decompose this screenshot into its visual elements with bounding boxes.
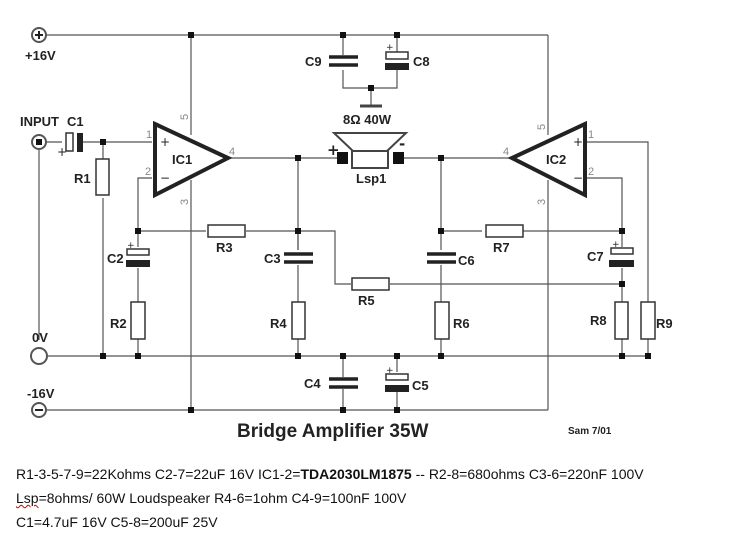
- capacitor-c4: C4: [304, 376, 358, 391]
- svg-text:+: +: [386, 43, 394, 53]
- r1-label: R1: [74, 171, 91, 186]
- capacitor-c1: + C1: [57, 114, 84, 159]
- op-amp-ic1: IC1 + − 1 2 4 5 3: [145, 114, 235, 205]
- resistor-r1: R1: [74, 158, 110, 196]
- c7-label: C7: [587, 249, 604, 264]
- svg-text:1: 1: [588, 129, 594, 141]
- svg-text:4: 4: [229, 146, 235, 158]
- r9-label: R9: [656, 316, 673, 331]
- capacitor-c2: + C2: [107, 241, 150, 267]
- resistor-r8: R8: [590, 301, 629, 340]
- svg-text:4: 4: [503, 146, 509, 158]
- junction-dots: [100, 32, 651, 413]
- svg-text:-: -: [399, 135, 405, 153]
- lsp1-label: Lsp1: [356, 171, 386, 186]
- ic-part-number: TDA2030LM1875: [300, 466, 412, 482]
- resistor-r2: R2: [110, 301, 146, 340]
- c5-label: C5: [412, 378, 429, 393]
- svg-text:2: 2: [588, 166, 594, 178]
- resistor-r6: R6: [434, 301, 470, 340]
- r4-label: R4: [270, 316, 287, 331]
- c1-label: C1: [67, 114, 84, 129]
- r7-label: R7: [493, 240, 510, 255]
- r3-label: R3: [216, 240, 233, 255]
- svg-text:1: 1: [146, 129, 152, 141]
- svg-text:5: 5: [179, 114, 191, 120]
- capacitor-c8: + C8: [385, 43, 430, 70]
- resistor-r7: R7: [485, 224, 524, 255]
- component-notes: R1-3-5-7-9=22Kohms C2-7=22uF 16V IC1-2=T…: [16, 462, 756, 534]
- svg-text:+: +: [127, 241, 135, 251]
- input-label: INPUT: [20, 114, 59, 129]
- r5-label: R5: [358, 293, 375, 308]
- terminal-input: INPUT: [20, 114, 59, 150]
- neg-supply-label: -16V: [27, 386, 55, 401]
- c8-label: C8: [413, 54, 430, 69]
- svg-text:+: +: [386, 366, 394, 376]
- c2-label: C2: [107, 251, 124, 266]
- svg-text:+: +: [573, 135, 583, 149]
- speaker-rating: 8Ω 40W: [343, 112, 392, 127]
- capacitor-c7: + C7: [587, 240, 634, 267]
- svg-text:+: +: [57, 145, 67, 159]
- r8-label: R8: [590, 313, 607, 328]
- terminal-pos-supply: +16V: [25, 27, 56, 63]
- c6-label: C6: [458, 253, 475, 268]
- resistor-r5: R5: [351, 277, 390, 308]
- svg-text:+: +: [160, 135, 170, 149]
- notes-line-2: Lsp=8ohms/ 60W Loudspeaker R4-6=1ohm C4-…: [16, 490, 407, 506]
- capacitor-c6: C6: [427, 252, 475, 268]
- signature: Sam 7/01: [568, 426, 612, 437]
- svg-text:+: +: [327, 141, 340, 159]
- svg-text:−: −: [160, 171, 170, 185]
- c4-label: C4: [304, 376, 321, 391]
- svg-text:3: 3: [536, 199, 548, 205]
- ic2-label: IC2: [546, 152, 566, 167]
- c9-label: C9: [305, 54, 322, 69]
- svg-text:−: −: [573, 171, 583, 185]
- capacitor-c9: C9: [305, 54, 358, 69]
- capacitor-c3: C3: [264, 251, 313, 266]
- svg-text:+: +: [612, 240, 620, 250]
- r6-label: R6: [453, 316, 470, 331]
- notes-line-1: R1-3-5-7-9=22Kohms C2-7=22uF 16V IC1-2=T…: [16, 466, 644, 482]
- schematic-diagram: +16V INPUT 0V -16V + C1 R1 IC1 + − 1 2 4…: [20, 27, 673, 442]
- r2-label: R2: [110, 316, 127, 331]
- svg-text:5: 5: [536, 124, 548, 130]
- terminal-ground: 0V: [30, 330, 48, 365]
- svg-text:3: 3: [179, 199, 191, 205]
- terminal-neg-supply: -16V: [27, 386, 55, 418]
- diagram-title: Bridge Amplifier 35W: [237, 421, 429, 442]
- spellcheck-word: Lsp: [16, 490, 39, 506]
- loudspeaker-lsp1: 8Ω 40W + - Lsp1: [327, 112, 409, 186]
- resistor-r3: R3: [207, 224, 246, 255]
- resistor-r4: R4: [270, 301, 306, 340]
- resistor-r9: R9: [640, 301, 673, 340]
- op-amp-ic2: IC2 + − 1 2 4 5 3: [503, 120, 594, 205]
- notes-line-3: C1=4.7uF 16V C5-8=200uF 25V: [16, 514, 218, 530]
- svg-text:2: 2: [145, 166, 151, 178]
- ic1-label: IC1: [172, 152, 192, 167]
- c3-label: C3: [264, 251, 281, 266]
- pos-supply-label: +16V: [25, 48, 56, 63]
- ground-label: 0V: [32, 330, 48, 345]
- capacitor-c5: + C5: [385, 366, 429, 393]
